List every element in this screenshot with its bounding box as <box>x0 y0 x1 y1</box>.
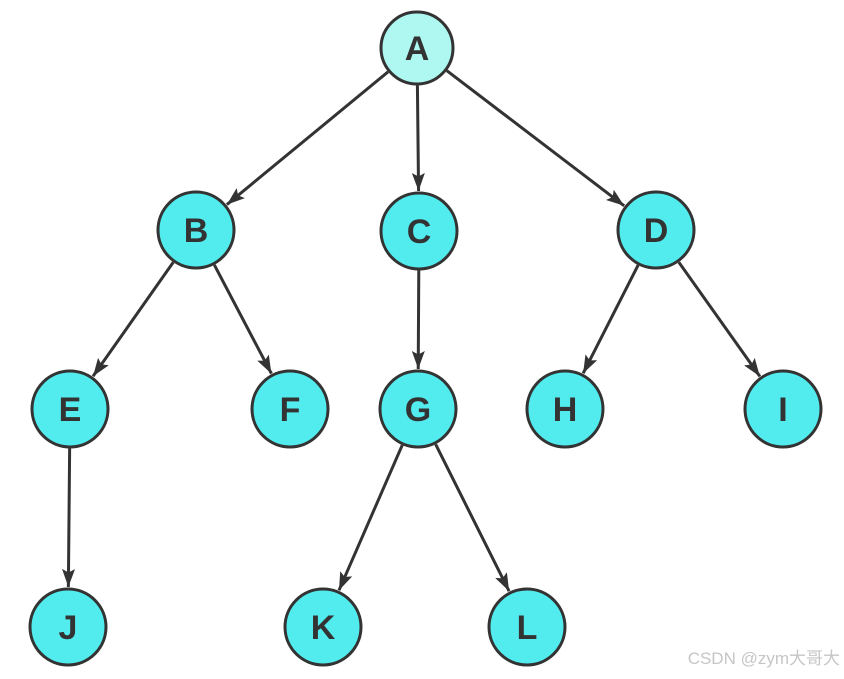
node-label-G: G <box>405 391 431 429</box>
node-circle-F <box>250 369 330 449</box>
node-label-J: J <box>59 609 78 647</box>
node-circle-I <box>743 369 823 449</box>
edge-C-G <box>411 270 425 370</box>
watermark: CSDN @zym大哥大 <box>687 649 840 668</box>
node-C: C <box>379 191 459 271</box>
node-label-E: E <box>59 391 82 429</box>
node-I: I <box>743 369 823 449</box>
node-circle-A <box>379 10 455 86</box>
node-L: L <box>487 587 567 667</box>
node-circle-B <box>156 190 236 270</box>
edge-B-F <box>213 264 273 375</box>
node-circle-K <box>283 587 363 667</box>
node-circle-H <box>525 369 605 449</box>
node-H: H <box>525 369 605 449</box>
node-layer: A B C D E F G H I J K L <box>28 10 823 667</box>
node-B: B <box>156 190 236 270</box>
edge-D-H <box>581 264 640 375</box>
node-label-D: D <box>644 212 669 250</box>
edge-B-E <box>91 261 175 378</box>
node-J: J <box>28 587 108 667</box>
edge-A-B <box>225 70 390 206</box>
edge-G-K <box>337 444 404 591</box>
node-circle-E <box>30 369 110 449</box>
edge-D-I <box>677 261 762 378</box>
node-E: E <box>30 369 110 449</box>
edge-E-J <box>62 448 76 588</box>
node-label-L: L <box>517 609 538 647</box>
node-circle-J <box>28 587 108 667</box>
node-K: K <box>283 587 363 667</box>
node-label-B: B <box>184 212 209 250</box>
node-circle-C <box>379 191 459 271</box>
node-G: G <box>378 369 458 449</box>
node-circle-L <box>487 587 567 667</box>
node-label-F: F <box>280 391 301 429</box>
node-D: D <box>616 190 696 270</box>
edge-G-L <box>434 443 511 592</box>
node-label-A: A <box>405 30 430 68</box>
edge-A-C <box>411 85 425 192</box>
edge-layer <box>62 69 762 592</box>
node-label-I: I <box>778 391 787 429</box>
edge-A-D <box>445 69 626 207</box>
node-label-C: C <box>407 213 432 251</box>
node-A: A <box>379 10 455 86</box>
node-label-H: H <box>553 391 578 429</box>
node-circle-G <box>378 369 458 449</box>
node-F: F <box>250 369 330 449</box>
node-circle-D <box>616 190 696 270</box>
node-label-K: K <box>311 609 336 647</box>
